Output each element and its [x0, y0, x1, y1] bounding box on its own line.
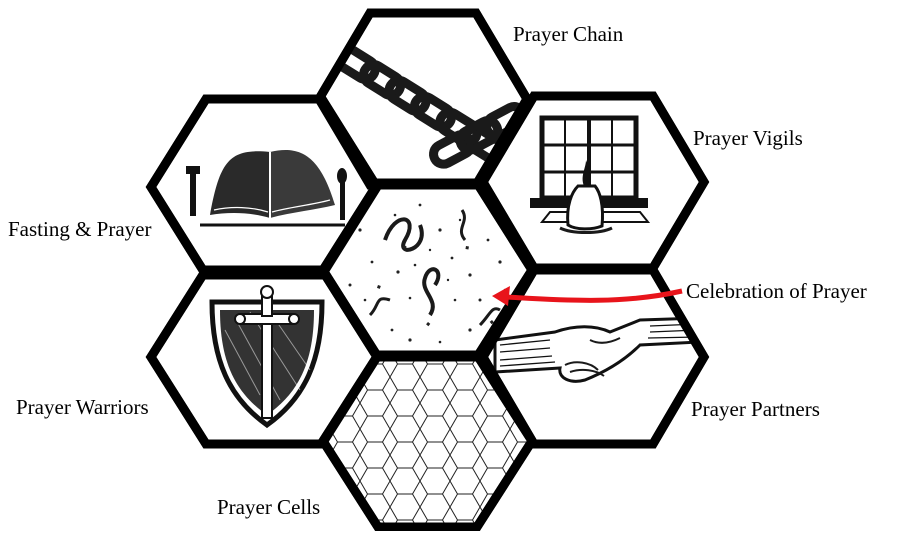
- label-prayer-partners: Prayer Partners: [691, 399, 820, 420]
- label-prayer-cells: Prayer Cells: [217, 497, 320, 518]
- window-candle-icon: [530, 118, 648, 233]
- label-prayer-vigils: Prayer Vigils: [693, 128, 803, 149]
- label-fasting-prayer: Fasting & Prayer: [8, 219, 151, 240]
- label-prayer-warriors: Prayer Warriors: [16, 397, 149, 418]
- label-celebration-of-prayer: Celebration of Prayer: [686, 281, 867, 302]
- label-prayer-chain: Prayer Chain: [513, 24, 623, 45]
